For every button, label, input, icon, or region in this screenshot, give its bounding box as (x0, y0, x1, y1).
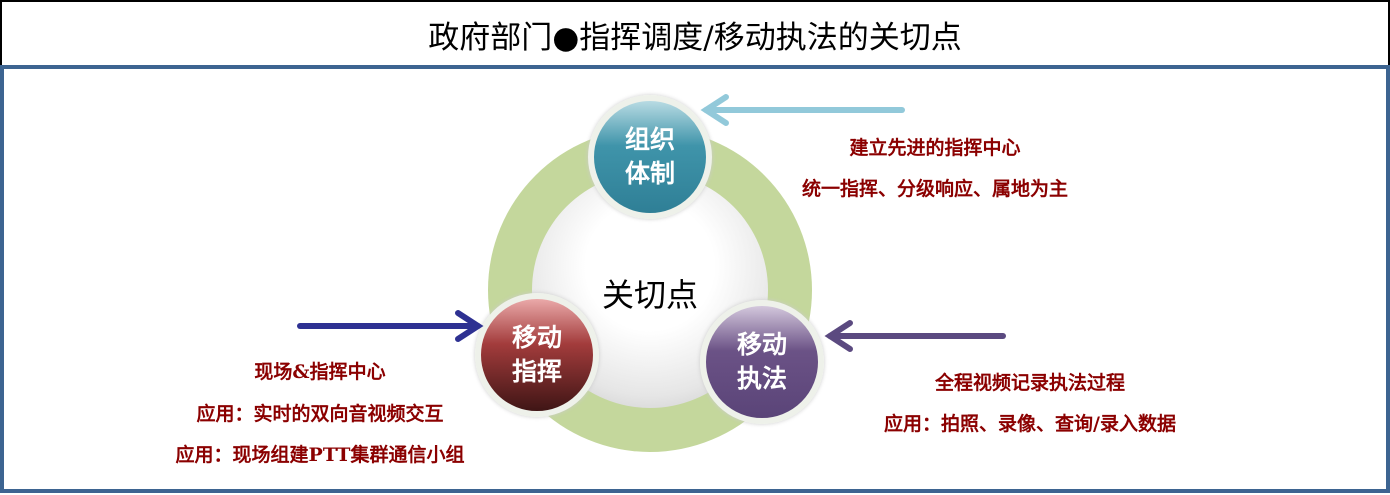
note-top-2: 统一指挥、分级响应、属地为主 (801, 178, 1069, 200)
page-title: 政府部门●指挥调度/移动执法的关切点 (0, 0, 1390, 66)
arrow-left-icon (297, 310, 484, 342)
node-label: 组织 (624, 125, 675, 154)
node-label: 指挥 (511, 357, 562, 386)
node-mobile-enforcement: 移动执法 (700, 300, 824, 424)
note-left-1: 现场&指挥中心 (254, 361, 386, 383)
node-label: 移动 (736, 330, 787, 359)
note-left-3: 应用：现场组建PTT集群通信小组 (175, 444, 465, 466)
node-label: 移动 (511, 323, 562, 352)
note-right-2: 应用：拍照、录像、查询/录入数据 (884, 413, 1176, 435)
arrow-top-icon (700, 94, 905, 126)
node-label: 体制 (624, 159, 675, 188)
arrow-right-icon (824, 320, 1006, 352)
node-mobile-command: 移动指挥 (475, 293, 599, 417)
note-left-2: 应用：实时的双向音视频交互 (196, 403, 444, 425)
center-label: 关切点 (601, 276, 698, 314)
note-top-1: 建立先进的指挥中心 (849, 137, 1021, 159)
node-organization: 组织体制 (588, 95, 712, 219)
diagram-frame (0, 65, 1390, 493)
node-label: 执法 (736, 364, 787, 393)
note-right-1: 全程视频记录执法过程 (934, 372, 1126, 394)
